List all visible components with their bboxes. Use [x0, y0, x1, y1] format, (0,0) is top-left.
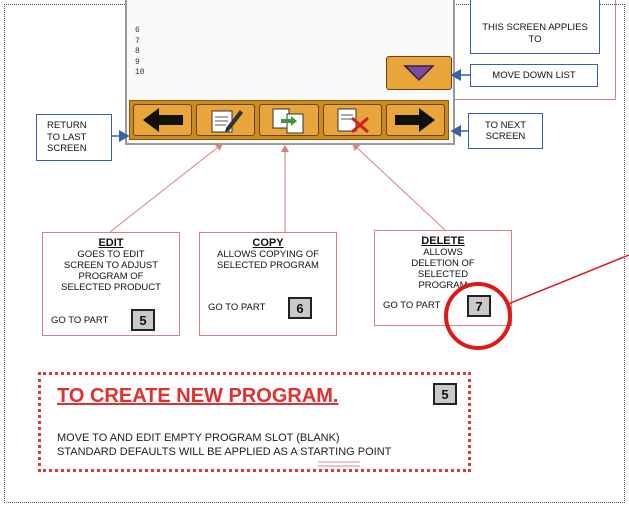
next-button[interactable]	[385, 104, 446, 136]
device-toolbar	[129, 100, 449, 140]
edit-title: EDIT	[98, 237, 124, 249]
delete-icon	[337, 108, 370, 134]
list-number[interactable]: 8	[135, 47, 140, 56]
edit-goto-label: GO TO PART	[51, 315, 109, 326]
next-screen-text: TO NEXT SCREEN	[485, 119, 526, 143]
triangle-down-icon	[403, 65, 435, 82]
copy-title: COPY	[252, 237, 284, 249]
back-arrow-icon	[142, 108, 183, 132]
copy-box: COPY ALLOWS COPYING OF SELECTED PROGRAM …	[199, 232, 337, 336]
delete-goto-label: GO TO PART	[383, 300, 441, 311]
create-line-2: STANDARD DEFAULTS WILL BE APPLIED AS A S…	[57, 446, 392, 458]
delete-button[interactable]	[322, 104, 382, 136]
copy-part-number: 6	[288, 297, 312, 319]
next-screen-callout: TO NEXT SCREEN	[468, 113, 543, 149]
list-number[interactable]: 7	[135, 36, 140, 46]
delete-part-number: 7	[467, 295, 491, 317]
return-last-text: RETURN TO LAST SCREEN	[47, 120, 87, 155]
return-last-callout: RETURN TO LAST SCREEN	[36, 114, 112, 161]
back-button[interactable]	[133, 104, 193, 136]
delete-box: DELETE ALLOWS DELETION OF SELECTED PROGR…	[374, 230, 512, 326]
highlight-circle	[444, 282, 512, 350]
delete-description: ALLOWS DELETION OF SELECTED PROGRAM	[411, 247, 475, 291]
move-down-text: MOVE DOWN LIST	[492, 69, 576, 81]
move-down-callout: MOVE DOWN LIST	[470, 64, 598, 87]
create-part-number: 5	[433, 383, 457, 405]
program-list-numbers: 6 7 8 9 10	[135, 26, 155, 79]
delete-connector	[352, 143, 446, 231]
create-heading: TO CREATE NEW PROGRAM.	[57, 385, 339, 407]
edit-description: GOES TO EDIT SCREEN TO ADJUST PROGRAM OF…	[61, 249, 161, 293]
highlight-pointer-line	[507, 254, 629, 305]
create-program-box: TO CREATE NEW PROGRAM. 5 MOVE TO AND EDI…	[38, 372, 471, 472]
edit-connector	[109, 143, 223, 233]
copy-goto-label: GO TO PART	[208, 302, 266, 313]
list-number[interactable]: 10	[135, 68, 145, 77]
edit-button[interactable]	[196, 104, 256, 136]
copy-description: ALLOWS COPYING OF SELECTED PROGRAM	[217, 249, 319, 271]
delete-title: DELETE	[421, 235, 465, 247]
list-number[interactable]: 9	[135, 57, 140, 67]
create-line-1: MOVE TO AND EDIT EMPTY PROGRAM SLOT (BLA…	[57, 432, 340, 444]
next-arrow-icon	[395, 108, 436, 132]
screen-applies-text: THIS SCREEN APPLIES TO	[482, 22, 588, 45]
screen-applies-callout: THIS SCREEN APPLIES TO	[470, 0, 600, 54]
list-number[interactable]: 6	[135, 26, 140, 35]
copy-icon	[272, 108, 304, 134]
edit-icon	[211, 110, 243, 133]
edit-box: EDIT GOES TO EDIT SCREEN TO ADJUST PROGR…	[42, 232, 180, 336]
copy-button[interactable]	[259, 104, 319, 136]
edit-part-number: 5	[131, 309, 155, 331]
